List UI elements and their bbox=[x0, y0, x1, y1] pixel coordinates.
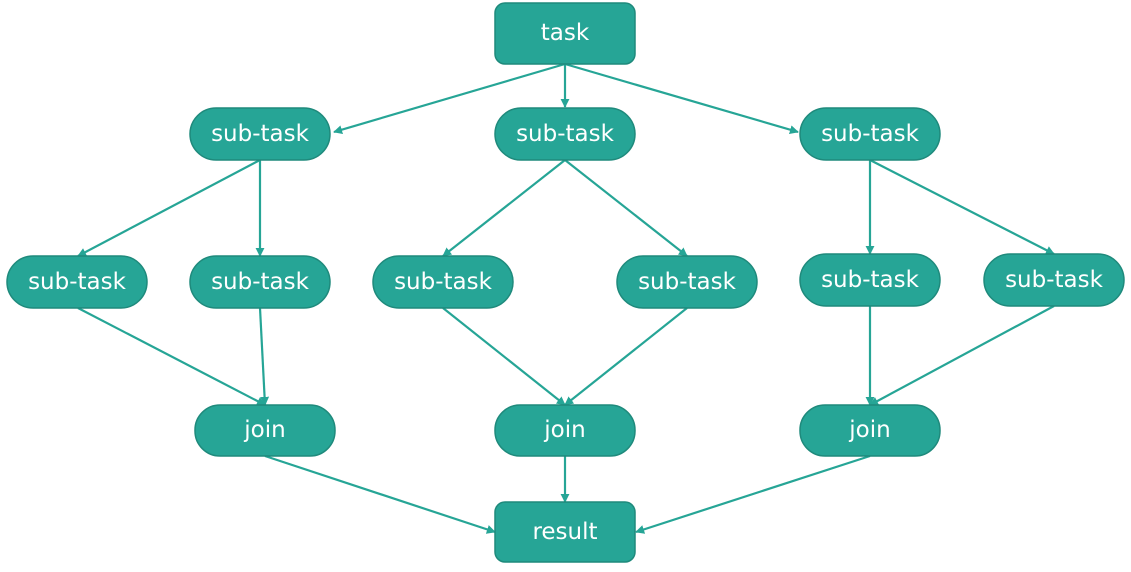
subtask-node-right: sub-task bbox=[799, 107, 941, 161]
subtask-node-left: sub-task bbox=[189, 107, 331, 161]
edge-subtask-right-to-leaf-6 bbox=[869, 159, 1055, 255]
leaf-subtask-node-4: sub-task bbox=[616, 255, 758, 309]
subtask-label: sub-task bbox=[516, 121, 615, 147]
leaf-subtask-node-1: sub-task bbox=[6, 255, 148, 309]
edge-subtask-center-to-leaf-3 bbox=[442, 159, 566, 257]
edge-subtask-center-to-leaf-4 bbox=[564, 159, 688, 257]
join-node-left: join bbox=[194, 404, 336, 457]
subtask-label: sub-task bbox=[821, 121, 920, 147]
task-label: task bbox=[541, 20, 590, 46]
leaf-subtask-node-6: sub-task bbox=[983, 253, 1125, 307]
leaf-subtask-node-5: sub-task bbox=[799, 253, 941, 307]
join-label: join bbox=[243, 417, 285, 443]
join-node-right: join bbox=[799, 404, 941, 457]
subtask-label: sub-task bbox=[211, 121, 310, 147]
edges bbox=[77, 62, 1055, 534]
leaf-subtask-node-3: sub-task bbox=[372, 255, 514, 309]
result-label: result bbox=[532, 519, 597, 545]
subtask-node-center: sub-task bbox=[494, 107, 636, 161]
subtask-label: sub-task bbox=[1005, 267, 1104, 293]
nodes: task sub-task sub-task sub-task sub-task… bbox=[6, 2, 1125, 563]
edge-task-to-subtask-right bbox=[564, 62, 799, 135]
subtask-label: sub-task bbox=[28, 269, 127, 295]
edge-leaf-6-to-join-right bbox=[869, 305, 1055, 406]
edge-leaf-4-to-join-center bbox=[564, 307, 688, 406]
join-label: join bbox=[543, 417, 585, 443]
subtask-label: sub-task bbox=[638, 269, 737, 295]
edge-join-right-to-result bbox=[635, 454, 871, 534]
edge-leaf-3-to-join-center bbox=[442, 307, 566, 406]
edge-leaf-2-to-join-left bbox=[258, 307, 270, 406]
subtask-label: sub-task bbox=[394, 269, 493, 295]
edge-task-to-subtask-left bbox=[333, 62, 566, 135]
result-node: result bbox=[494, 501, 636, 563]
edge-subtask-left-to-leaf-1 bbox=[77, 159, 261, 257]
leaf-subtask-node-2: sub-task bbox=[189, 255, 331, 309]
task-node: task bbox=[494, 2, 636, 65]
subtask-label: sub-task bbox=[821, 267, 920, 293]
subtask-label: sub-task bbox=[211, 269, 310, 295]
edge-join-left-to-result bbox=[264, 454, 496, 534]
edge-leaf-1-to-join-left bbox=[77, 307, 266, 406]
join-label: join bbox=[848, 417, 890, 443]
join-node-center: join bbox=[494, 404, 636, 457]
